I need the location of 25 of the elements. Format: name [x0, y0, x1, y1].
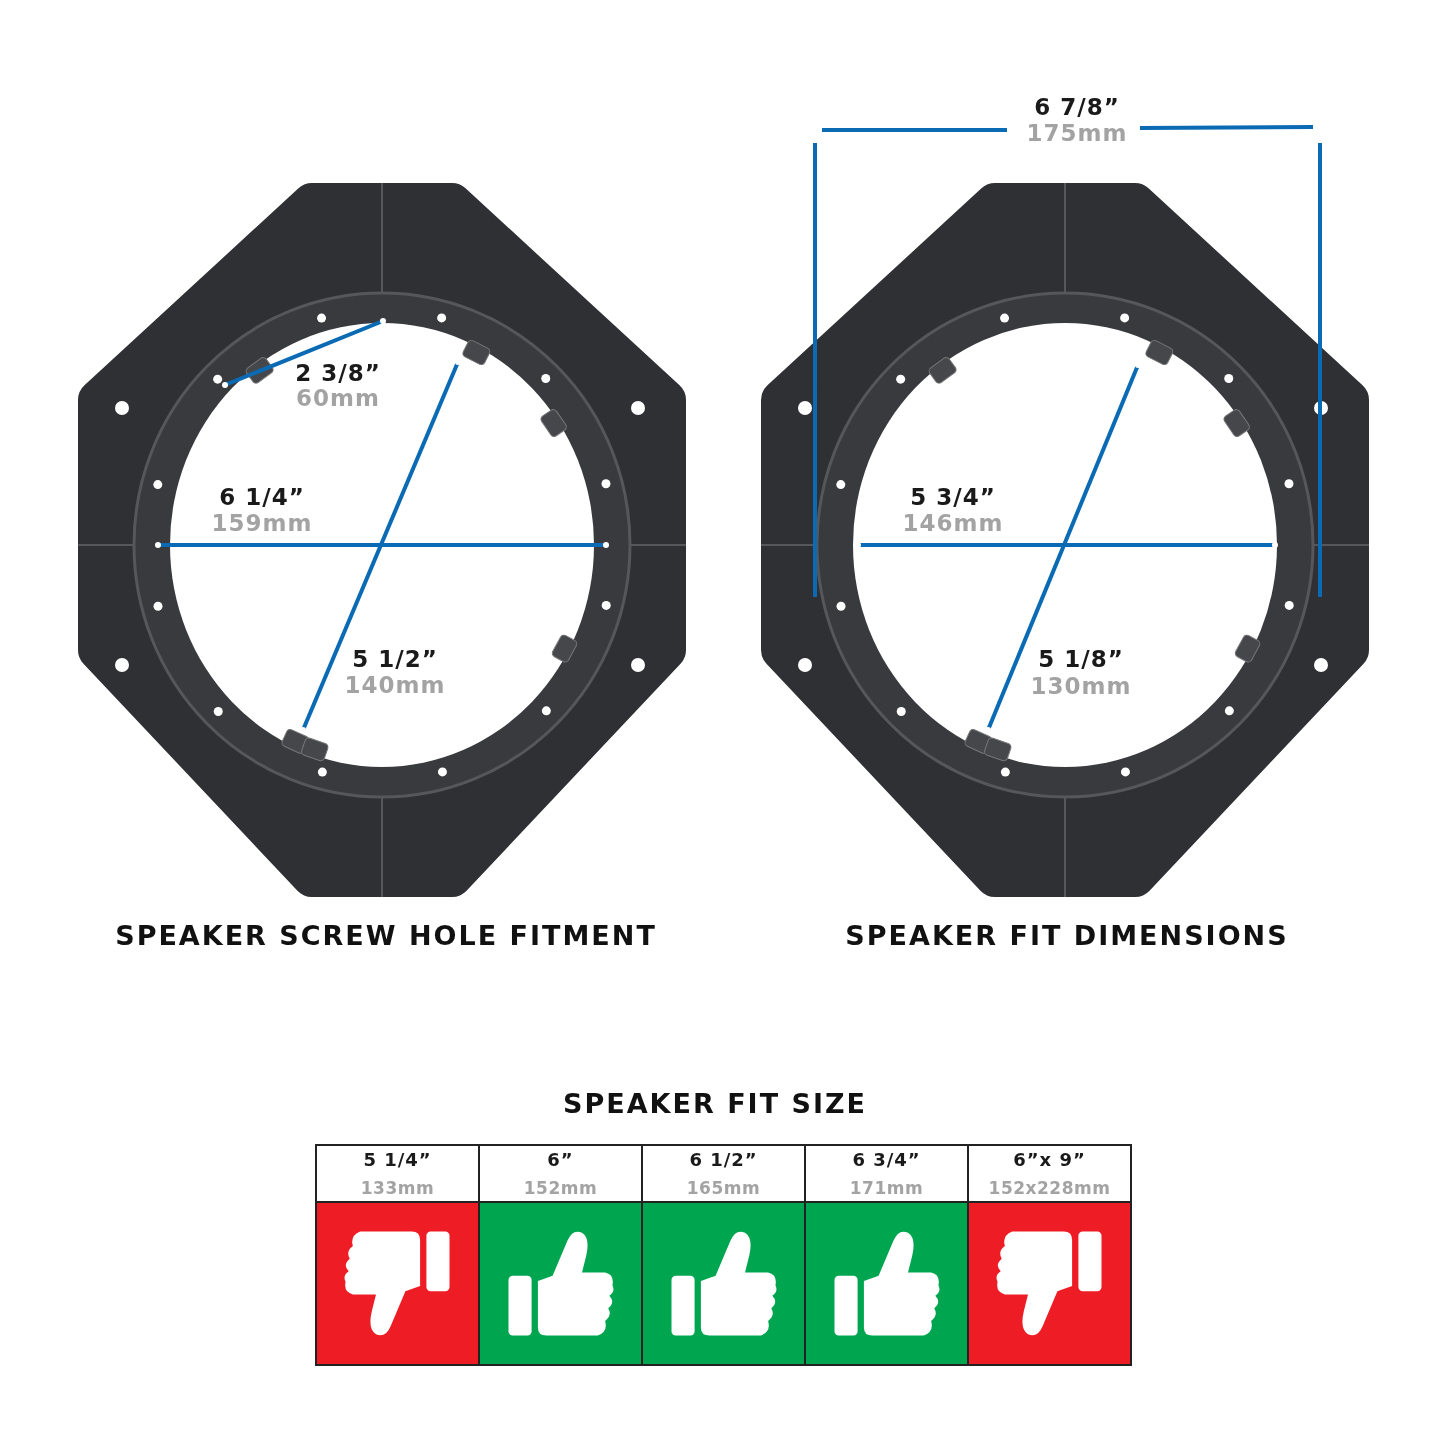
speaker-size-label: 6”x 9” [1013, 1151, 1086, 1169]
dimension-value: 5 1/8” [1038, 647, 1124, 671]
metric-dimension-value: 140mm [344, 673, 446, 697]
dimension-value: 5 1/2” [352, 647, 438, 671]
metric-dimension-value: 175mm [1026, 121, 1128, 145]
dimension-value: 6 1/4” [219, 485, 305, 509]
metric-dimension-value: 159mm [211, 511, 313, 535]
metric-dimension-value: 130mm [1030, 674, 1132, 698]
section-heading: SPEAKER FIT SIZE [563, 1089, 867, 1117]
speaker-size-label: 6 3/4” [852, 1151, 921, 1169]
metric-dimension-value: 60mm [296, 386, 380, 410]
metric-size-label: 133mm [360, 1179, 435, 1197]
speaker-size-label: 6” [547, 1151, 574, 1169]
speaker-size-label: 6 1/2” [689, 1151, 758, 1169]
dimension-value: 5 3/4” [910, 485, 996, 509]
speaker-size-label: 5 1/4” [363, 1151, 432, 1169]
metric-size-label: 152x228mm [988, 1179, 1111, 1197]
section-heading: SPEAKER SCREW HOLE FITMENT [115, 921, 657, 949]
metric-size-label: 152mm [523, 1179, 598, 1197]
dimension-value: 6 7/8” [1034, 95, 1120, 119]
dimension-value: 2 3/8” [295, 361, 381, 385]
metric-size-label: 165mm [686, 1179, 761, 1197]
metric-size-label: 171mm [849, 1179, 924, 1197]
metric-dimension-value: 146mm [902, 511, 1004, 535]
section-heading: SPEAKER FIT DIMENSIONS [845, 921, 1289, 949]
